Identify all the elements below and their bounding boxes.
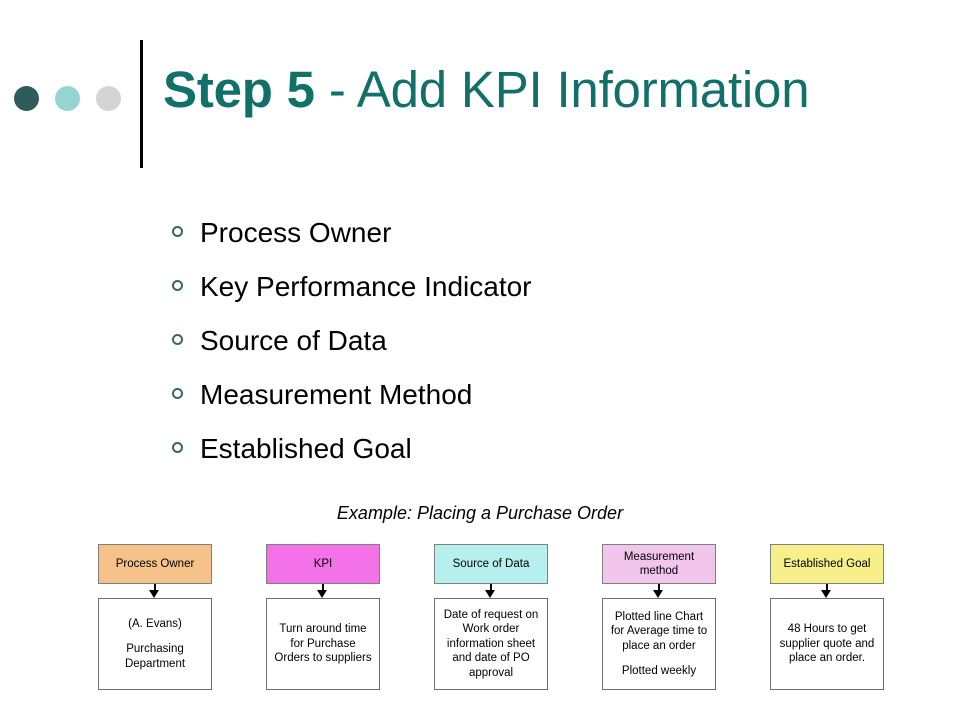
header-dot-group	[14, 86, 121, 111]
diagram-header-box: Measurement method	[602, 544, 716, 584]
diagram-column-measurement-method: Measurement method Plotted line Chart fo…	[602, 544, 716, 690]
diagram-body-line-1: Turn around time for Purchase Orders to …	[274, 623, 372, 665]
bullet-list: Process Owner Key Performance Indicator …	[172, 206, 812, 476]
diagram-body-line-2: Plotted weekly	[621, 665, 697, 677]
diagram-header-box: KPI	[266, 544, 380, 584]
diagram-arrow-down-icon	[770, 584, 884, 598]
diagram-column-established-goal: Established Goal 48 Hours to get supplie…	[770, 544, 884, 690]
list-item-label: Key Performance Indicator	[200, 271, 532, 302]
example-caption: Example: Placing a Purchase Order	[336, 503, 624, 523]
bullet-circle-icon	[172, 367, 200, 421]
diagram-body-box: Date of request on Work order informatio…	[434, 598, 548, 690]
bullet-circle-icon	[172, 421, 200, 475]
diagram-body-line-1: (A. Evans)	[128, 617, 182, 630]
list-item: Established Goal	[172, 422, 812, 476]
diagram-column-source-of-data: Source of Data Date of request on Work o…	[434, 544, 548, 690]
title-divider-rule	[140, 40, 143, 168]
list-item: Measurement Method	[172, 368, 812, 422]
diagram-column-kpi: KPI Turn around time for Purchase Orders…	[266, 544, 380, 690]
bullet-circle-icon	[172, 259, 200, 313]
diagram-body-box: Plotted line Chart for Average time to p…	[602, 598, 716, 690]
diagram-body-line-1: 48 Hours to get supplier quote and place…	[779, 623, 875, 665]
diagram-body-line-2: Purchasing Department	[124, 643, 186, 670]
diagram-body-box: (A. Evans) Purchasing Department	[98, 598, 212, 690]
diagram-body-box: 48 Hours to get supplier quote and place…	[770, 598, 884, 690]
list-item-label: Established Goal	[200, 433, 412, 464]
diagram-body-line-1: Date of request on Work order informatio…	[443, 608, 539, 679]
bullet-circle-icon	[172, 205, 200, 259]
diagram-column-process-owner: Process Owner (A. Evans) Purchasing Depa…	[98, 544, 212, 690]
diagram-header-box: Source of Data	[434, 544, 548, 584]
dot-dark-teal-icon	[14, 86, 39, 111]
bullet-circle-icon	[172, 313, 200, 367]
diagram-header-box: Established Goal	[770, 544, 884, 584]
list-item: Process Owner	[172, 206, 812, 260]
dot-light-teal-icon	[55, 86, 80, 111]
page-title-rest: - Add KPI Information	[314, 61, 810, 118]
list-item-label: Measurement Method	[200, 379, 473, 410]
diagram-body-line-1: Plotted line Chart for Average time to p…	[610, 610, 708, 652]
list-item: Source of Data	[172, 314, 812, 368]
diagram-arrow-down-icon	[434, 584, 548, 598]
diagram-arrow-down-icon	[266, 584, 380, 598]
diagram-body-box: Turn around time for Purchase Orders to …	[266, 598, 380, 690]
dot-grey-icon	[96, 86, 121, 111]
diagram-header-box: Process Owner	[98, 544, 212, 584]
page-title: Step 5 - Add KPI Information	[163, 61, 923, 119]
kpi-example-diagram: Process Owner (A. Evans) Purchasing Depa…	[0, 544, 960, 696]
list-item-label: Process Owner	[200, 217, 392, 248]
list-item-label: Source of Data	[200, 325, 387, 356]
diagram-arrow-down-icon	[602, 584, 716, 598]
list-item: Key Performance Indicator	[172, 260, 812, 314]
page-title-strong: Step 5	[163, 61, 315, 118]
diagram-arrow-down-icon	[98, 584, 212, 598]
